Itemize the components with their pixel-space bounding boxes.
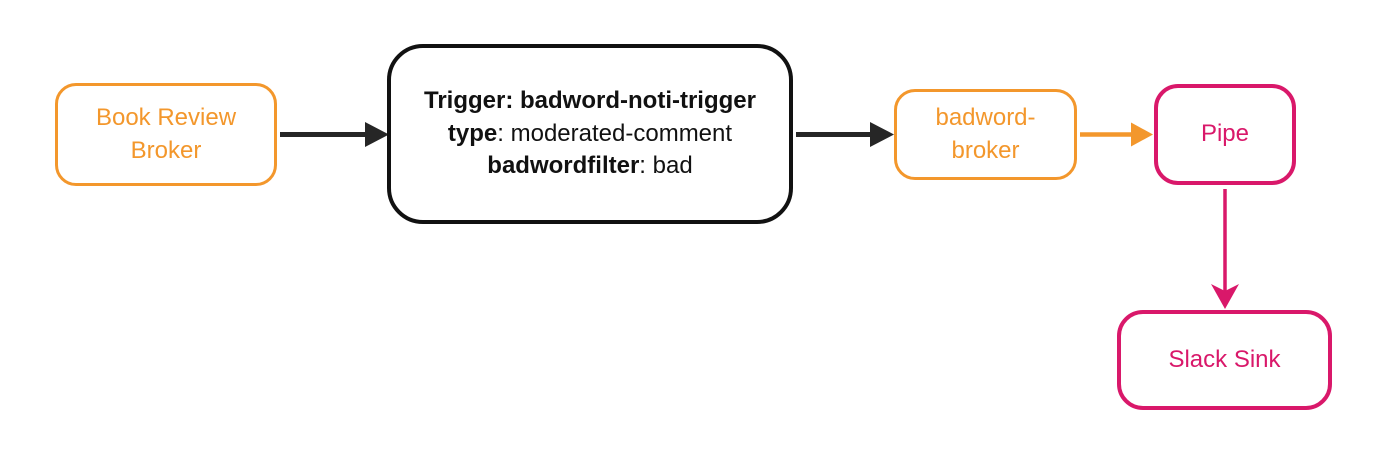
node-badword-broker-label: badword-broker: [935, 104, 1036, 164]
edge-pipe-to-slack-sink: [1211, 189, 1239, 309]
trigger-type-value: : moderated-comment: [497, 119, 733, 147]
trigger-type-line: type: moderated-comment: [424, 118, 756, 150]
node-trigger-details: Trigger: badword-noti-trigger type: mode…: [387, 44, 793, 224]
edge-broker-to-trigger: [280, 122, 389, 147]
trigger-filter-value: : bad: [639, 152, 693, 180]
node-book-review-broker: Book Review Broker: [55, 83, 277, 186]
node-badword-broker: badword-broker: [894, 89, 1077, 180]
node-book-review-broker-label: Book Review Broker: [95, 104, 237, 164]
trigger-details-text: Trigger: badword-noti-trigger type: mode…: [424, 85, 756, 182]
node-slack-sink: Slack Sink: [1117, 310, 1332, 410]
edge-trigger-to-badword-broker: [796, 122, 894, 147]
edge-badword-broker-to-pipe: [1080, 122, 1153, 147]
trigger-type-key: type: [447, 119, 498, 147]
trigger-filter-key: badwordfilter: [487, 152, 640, 180]
node-pipe-label: Pipe: [1200, 120, 1250, 148]
trigger-name-text: Trigger: badword-noti-trigger: [424, 87, 756, 115]
node-slack-sink-label: Slack Sink: [1168, 345, 1281, 373]
node-pipe: Pipe: [1154, 84, 1296, 185]
trigger-name-line: Trigger: badword-noti-trigger: [424, 85, 756, 117]
trigger-filter-line: badwordfilter: bad: [424, 150, 756, 182]
